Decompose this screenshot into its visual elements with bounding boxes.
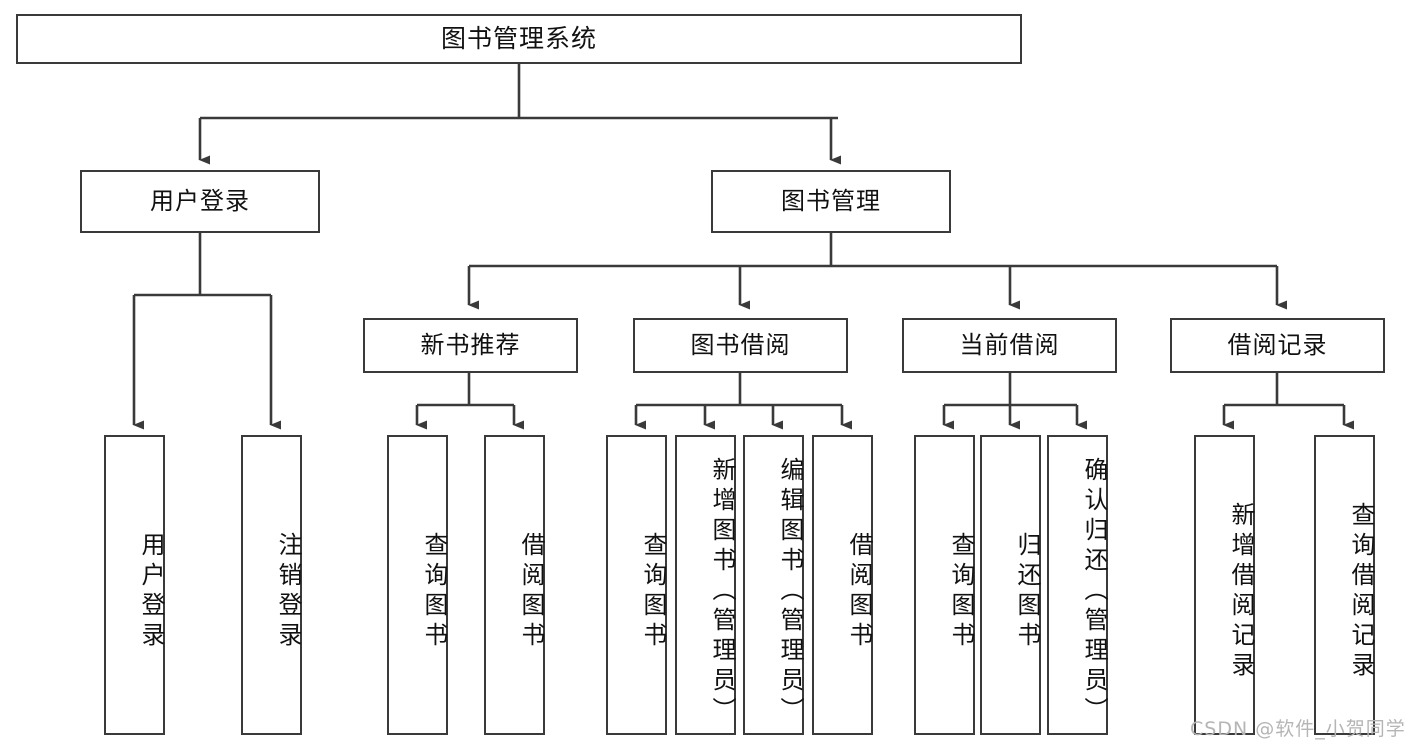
node-book-borrow[interactable]: 图书借阅 [633,318,848,373]
leaf-new-book-query[interactable]: 查询图书 [387,435,448,735]
leaf-label: 查询借阅记录 [1347,502,1375,682]
leaf-borrow-query-book[interactable]: 查询图书 [606,435,667,735]
leaf-new-book-borrow[interactable]: 借阅图书 [484,435,545,735]
node-current-borrow[interactable]: 当前借阅 [902,318,1117,373]
leaf-label: 归还图书 [1013,532,1041,652]
leaf-label: 新增借阅记录 [1227,502,1255,682]
leaf-label: 用户登录 [137,532,165,652]
node-user-login[interactable]: 用户登录 [80,170,320,233]
leaf-label: 新增图书（管理员） [708,457,736,727]
leaf-current-query-book[interactable]: 查询图书 [914,435,975,735]
leaf-borrow-edit-book-admin[interactable]: 编辑图书（管理员） [743,435,804,735]
leaf-label: 查询图书 [639,532,667,652]
leaf-current-confirm-return-admin[interactable]: 确认归还（管理员） [1047,435,1108,735]
leaf-current-return-book[interactable]: 归还图书 [980,435,1041,735]
leaf-label: 编辑图书（管理员） [776,457,804,727]
leaf-user-login-signout[interactable]: 注销登录 [241,435,302,735]
leaf-user-login-signin[interactable]: 用户登录 [104,435,165,735]
node-new-book-recommend[interactable]: 新书推荐 [363,318,578,373]
leaf-borrow-borrow-book[interactable]: 借阅图书 [812,435,873,735]
leaf-label: 确认归还（管理员） [1080,457,1108,727]
node-root[interactable]: 图书管理系统 [16,14,1022,64]
leaf-label: 查询图书 [420,532,448,652]
leaf-borrow-add-book-admin[interactable]: 新增图书（管理员） [675,435,736,735]
leaf-label: 借阅图书 [845,532,873,652]
node-book-management[interactable]: 图书管理 [711,170,951,233]
leaf-label: 注销登录 [274,532,302,652]
leaf-record-add-record[interactable]: 新增借阅记录 [1194,435,1255,735]
node-borrow-record[interactable]: 借阅记录 [1170,318,1385,373]
csdn-watermark: CSDN @软件_小贺同学 [1190,718,1405,740]
leaf-record-query-record[interactable]: 查询借阅记录 [1314,435,1375,735]
leaf-label: 借阅图书 [517,532,545,652]
leaf-label: 查询图书 [947,532,975,652]
